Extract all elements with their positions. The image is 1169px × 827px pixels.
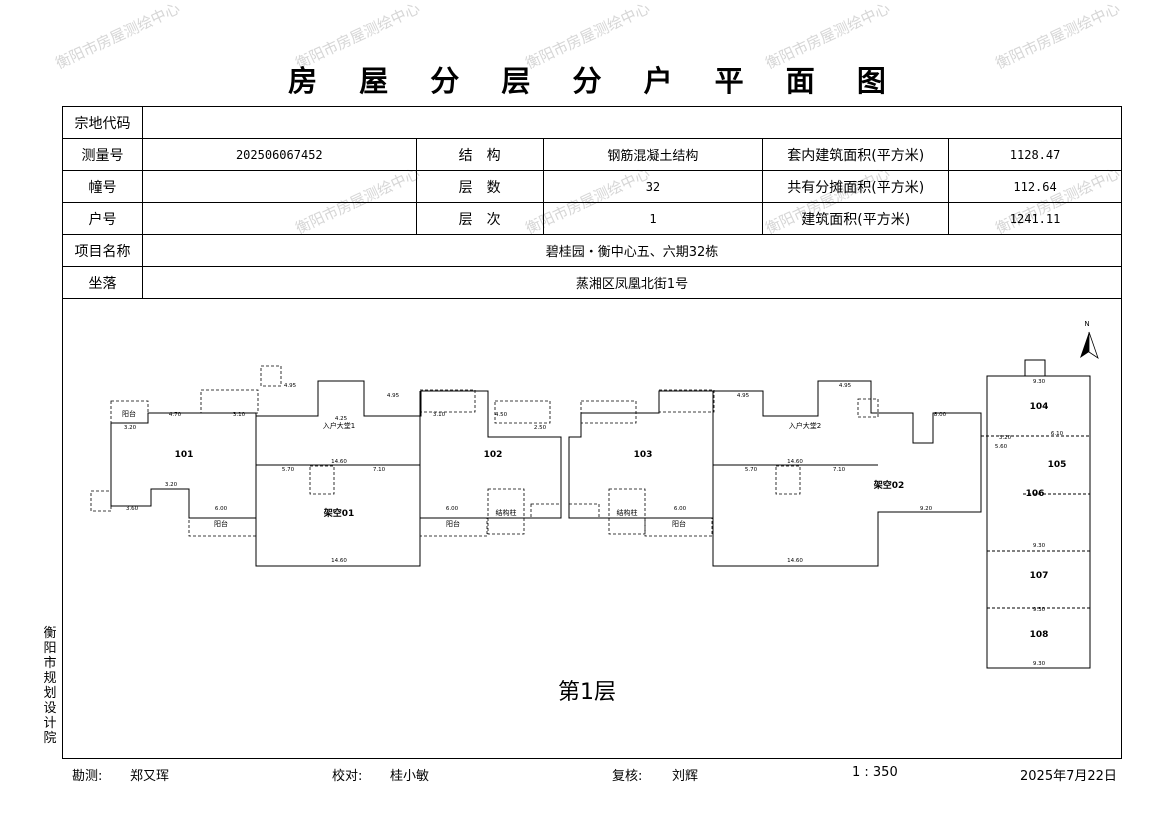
dimension: 9.30 (1033, 607, 1046, 613)
open-space-label-01: 架空01 (323, 507, 355, 519)
dimension: 7.10 (373, 467, 386, 473)
dimension: 2.50 (534, 425, 547, 431)
building-area-label: 建筑面积(平方米) (762, 202, 950, 235)
outline-west-wing (110, 380, 562, 567)
dimension: 3.20 (124, 425, 137, 431)
structure-column-label: 结构柱 (617, 508, 638, 517)
dimension: 4.95 (284, 383, 297, 389)
balcony-label: 阳台 (672, 519, 686, 528)
side-institution-text: 衡阳市规划设计院 (43, 626, 57, 746)
unit-label-104: 104 (1030, 402, 1049, 412)
dimension: 3.10 (433, 412, 446, 418)
project-value: 碧桂园・衡中心五、六期32栋 (141, 234, 1123, 267)
outline-east-wing (712, 380, 982, 567)
unit-label-101: 101 (175, 450, 194, 460)
floors-value: 32 (542, 170, 764, 203)
dimension: 14.60 (787, 558, 803, 564)
dimension: 3.60 (126, 506, 139, 512)
floor-plan-drawing: 101 102 103 104 105 106 107 108 架空01 架空0… (90, 320, 1099, 669)
structure-column-label: 结构柱 (496, 508, 517, 517)
unit-label-107: 107 (1030, 571, 1049, 581)
building-area-value: 1241.11 (948, 202, 1122, 235)
dimension-labels: 4.95 4.70 3.20 3.10 4.25 4.95 3.10 4.50 … (124, 379, 1064, 667)
dimension: 6.00 (446, 506, 459, 512)
location-value: 蒸湘区凤凰北街1号 (141, 266, 1123, 299)
balcony-label: 阳台 (446, 519, 460, 528)
survey-no-value: 202506067452 (141, 138, 417, 171)
surveyor-name: 郑又珲 (130, 769, 170, 784)
scale: 1 : 350 (852, 765, 898, 780)
checker-label: 校对: (332, 769, 363, 784)
unit-label-108: 108 (1030, 630, 1049, 640)
dimension: 3.20 (165, 482, 178, 488)
inner-area-value: 1128.47 (948, 138, 1122, 171)
unit-label-102: 102 (484, 450, 503, 460)
dimension: 5.70 (745, 467, 758, 473)
lobby-label-1: 入户大堂1 (323, 421, 355, 430)
dimension: 14.60 (331, 459, 347, 465)
dimension: 4.70 (169, 412, 182, 418)
inner-area-label: 套内建筑面积(平方米) (762, 138, 950, 171)
dimension: 4.25 (335, 416, 348, 422)
dimension: 9.30 (1033, 543, 1046, 549)
dimension: 4.95 (387, 393, 400, 399)
floor-value: 1 (542, 202, 764, 235)
structure-label: 结 构 (415, 138, 544, 171)
dimension: 6.00 (674, 506, 687, 512)
floor-label: 层 次 (415, 202, 544, 235)
outline-shaft (1024, 359, 1046, 377)
building-no-label: 幢号 (62, 170, 143, 203)
dimension: 3.10 (233, 412, 246, 418)
surveyor-label: 勘测: (72, 769, 103, 784)
balcony-label: 阳台 (214, 519, 228, 528)
reviewer-label: 复核: (612, 769, 643, 784)
dimension: 9.20 (920, 506, 933, 512)
floor-title: 第1层 (558, 680, 616, 705)
north-label: N (1084, 320, 1089, 328)
land-code-value (141, 106, 1123, 139)
land-code-label: 宗地代码 (62, 106, 143, 139)
page-title: 房 屋 分 层 分 户 平 面 图 (288, 64, 902, 98)
reviewer-name: 刘辉 (672, 769, 699, 784)
dimension: 14.60 (331, 558, 347, 564)
dimension: 3.20 (999, 435, 1012, 441)
project-label: 项目名称 (62, 234, 143, 267)
location-label: 坐落 (62, 266, 143, 299)
date: 2025年7月22日 (1020, 769, 1117, 784)
dimension: 4.95 (737, 393, 750, 399)
survey-no-label: 测量号 (62, 138, 143, 171)
floors-label: 层 数 (415, 170, 544, 203)
balcony-outlines (90, 365, 879, 537)
balcony-label: 阳台 (122, 409, 136, 418)
dimension: 6.00 (215, 506, 228, 512)
dimension: 4.95 (839, 383, 852, 389)
open-space-label-02: 架空02 (873, 479, 905, 491)
unit-no-label: 户号 (62, 202, 143, 235)
dimension: 7.10 (833, 467, 846, 473)
lobby-label-2: 入户大堂2 (789, 421, 821, 430)
shared-area-label: 共有分摊面积(平方米) (762, 170, 950, 203)
info-table: 宗地代码 测量号 202506067452 结 构 钢筋混凝土结构 套内建筑面积… (62, 106, 1123, 299)
north-arrow-icon: N (1080, 320, 1099, 359)
checker-name: 桂小敏 (390, 769, 430, 784)
dimension: 5.60 (995, 444, 1008, 450)
unit-label-103: 103 (634, 450, 653, 460)
outline-east-tower (986, 375, 1091, 669)
dimension: 5.70 (282, 467, 295, 473)
unit-no-value (141, 202, 417, 235)
building-no-value (141, 170, 417, 203)
dimension: 9.30 (1033, 661, 1046, 667)
dimension: 6.10 (1051, 431, 1064, 437)
unit-label-106: 106 (1026, 489, 1045, 499)
dimension: 4.50 (495, 412, 508, 418)
dimension: 14.60 (787, 459, 803, 465)
shared-area-value: 112.64 (948, 170, 1122, 203)
dimension: 8.00 (934, 412, 947, 418)
dimension: 9.30 (1033, 379, 1046, 385)
structure-value: 钢筋混凝土结构 (542, 138, 764, 171)
floor-plan-frame: 101 102 103 104 105 106 107 108 架空01 架空0… (62, 296, 1122, 759)
unit-label-105: 105 (1048, 460, 1067, 470)
